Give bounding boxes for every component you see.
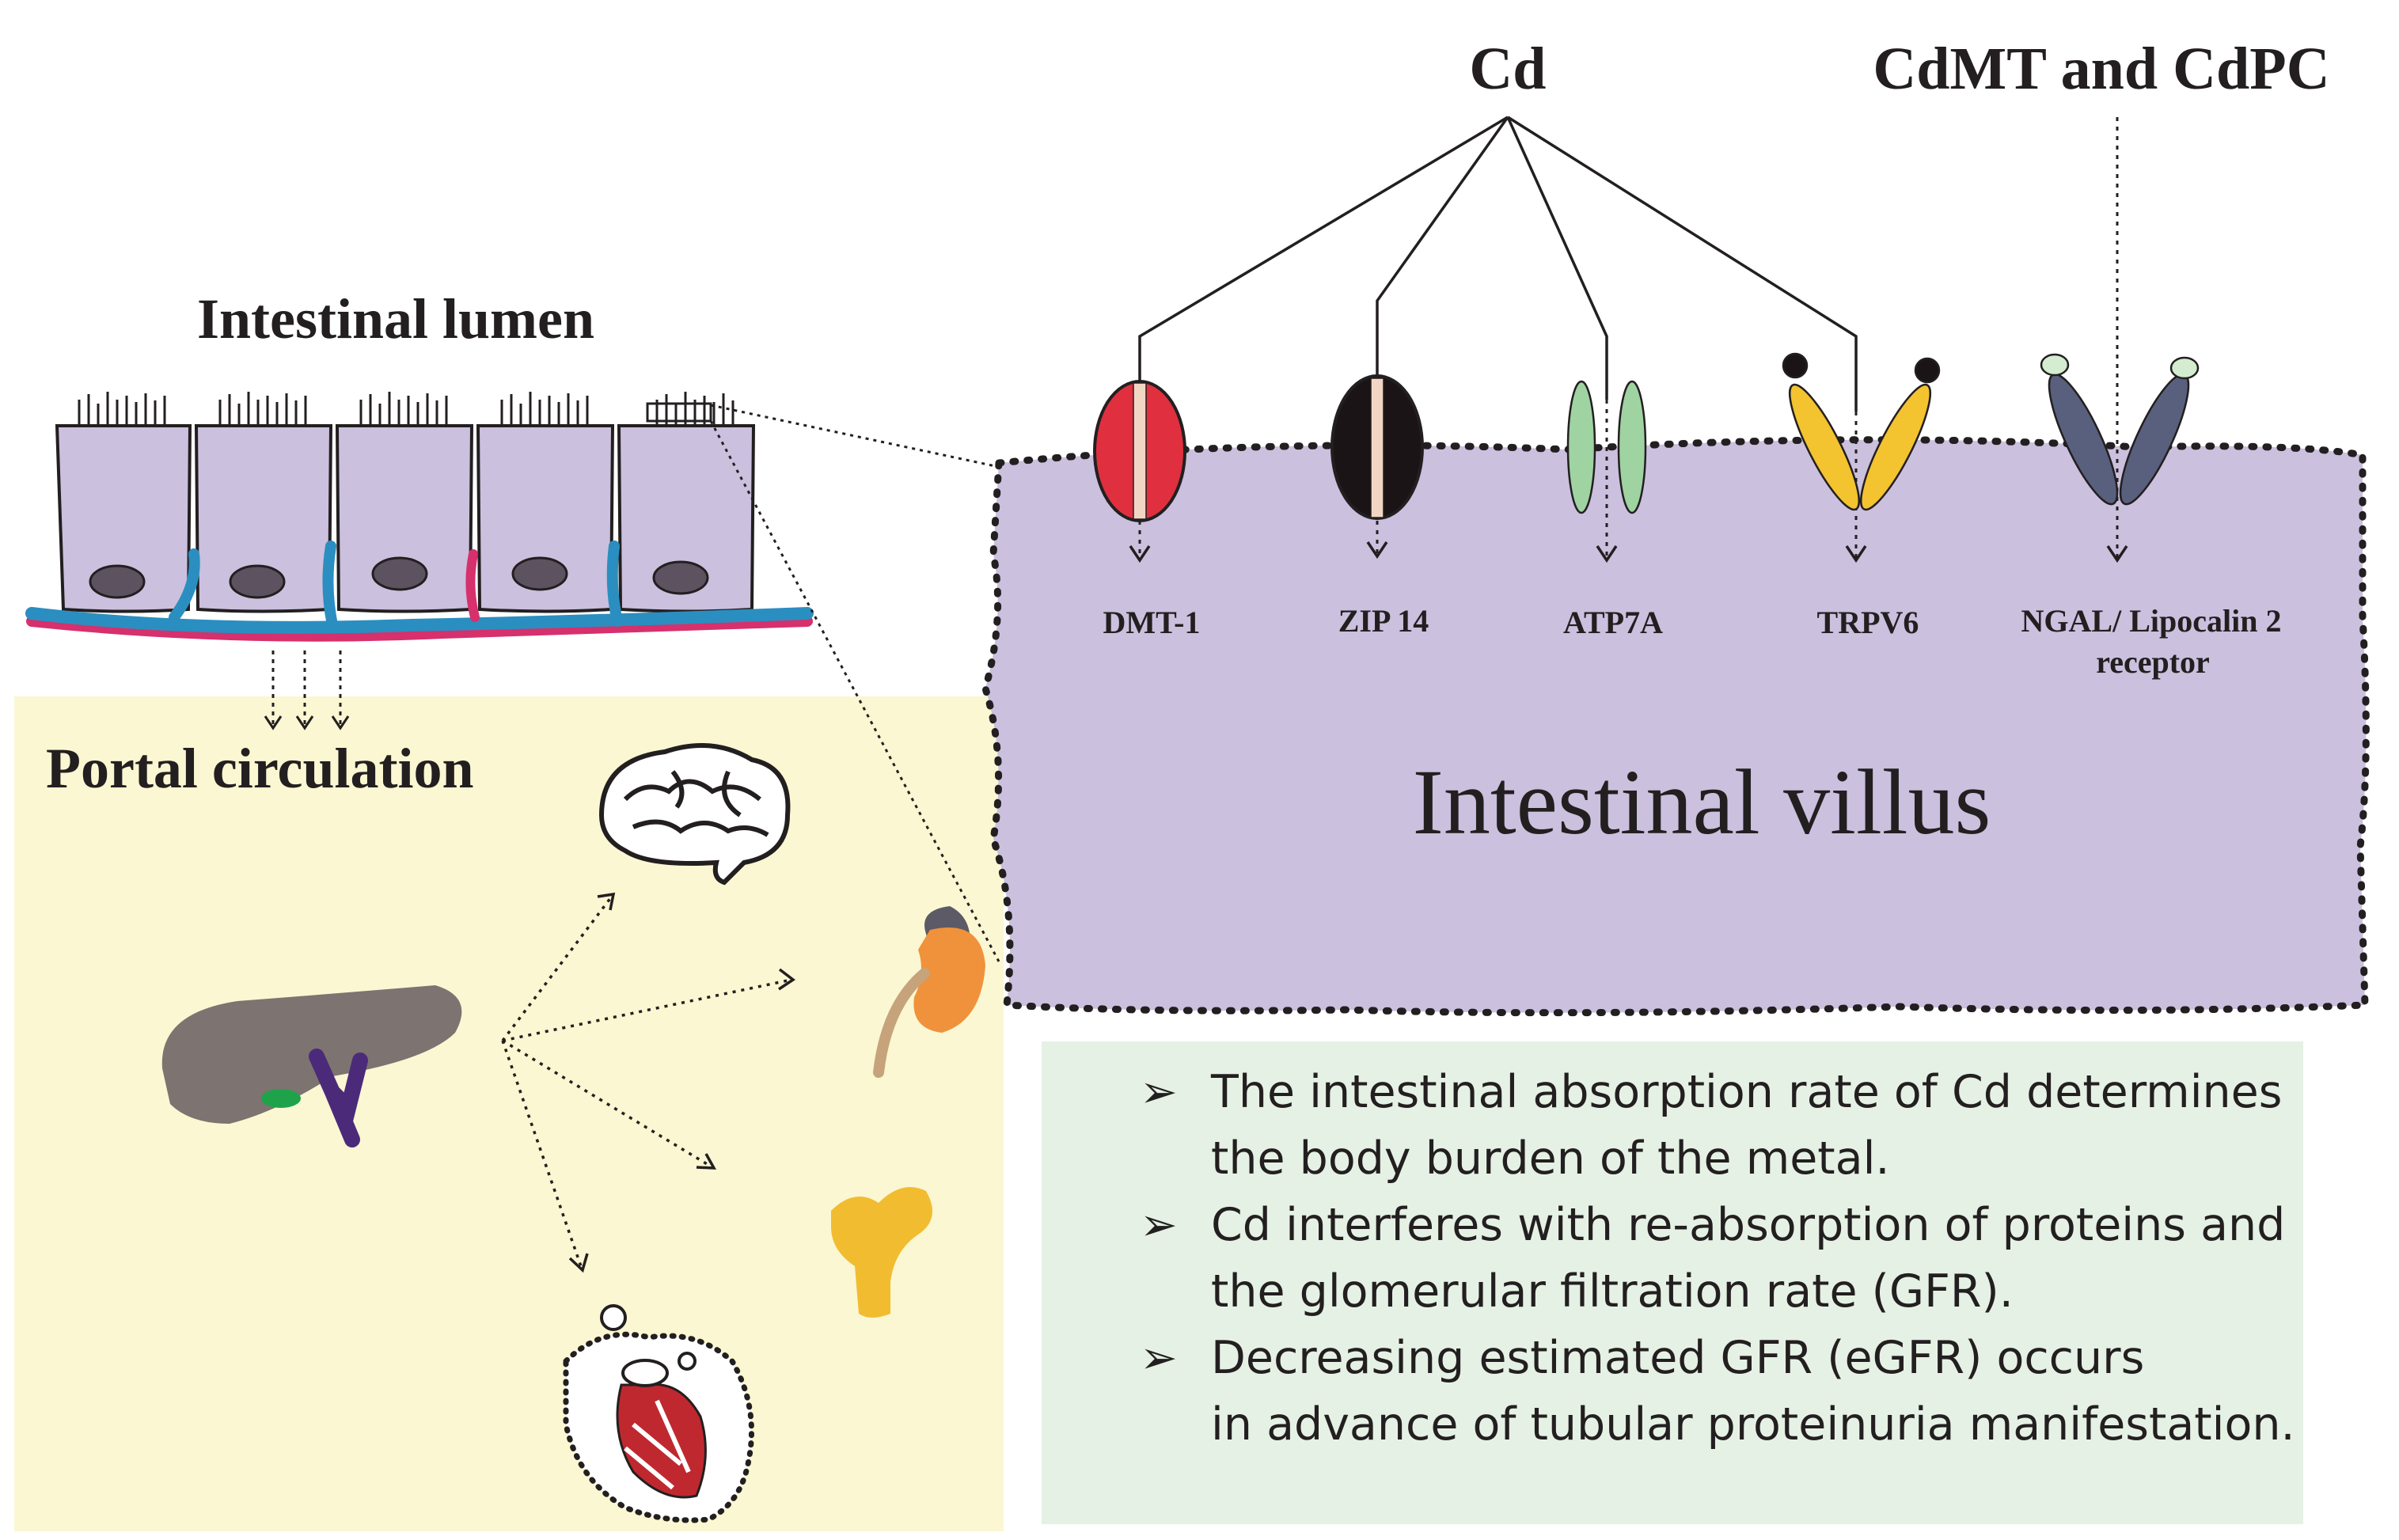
atp7a-transporter-icon [1566, 380, 1647, 514]
key-point-line1: Cd interferes with re-absorption of prot… [1211, 1199, 2286, 1251]
intestinal-villus-title: Intestinal villus [1413, 750, 1991, 854]
key-point-line2: the body burden of the metal. [1211, 1132, 1890, 1185]
microvilli [78, 392, 735, 426]
capillary-network [25, 541, 814, 642]
cd-connector-lines [1138, 116, 1858, 412]
bullet-arrow-icon: ➢ [1140, 1199, 1178, 1251]
key-points-list: ➢ The intestinal absorption rate of Cd de… [1140, 1059, 2311, 1458]
atp7a-label: ATP7A [1563, 605, 1663, 640]
cdmt-cdpc-label: CdMT and CdPC [1873, 36, 2329, 102]
intestinal-villus-panel [981, 436, 2370, 1017]
key-point-line1: The intestinal absorption rate of Cd det… [1211, 1066, 2283, 1118]
ngal-label: NGAL/ Lipocalin 2 [2021, 603, 2282, 639]
dmt1-label: DMT-1 [1103, 605, 1201, 640]
portal-arrows [264, 651, 350, 730]
enterocyte-cells [55, 424, 756, 613]
organ-distribution-arrows [501, 892, 796, 1273]
portal-circulation-panel [14, 696, 1004, 1531]
ngal-receptor-icon [2040, 353, 2200, 506]
portal-circulation-title: Portal circulation [46, 737, 474, 800]
heart-icon [563, 1304, 754, 1523]
key-point-line2: the glomerular filtration rate (GFR). [1211, 1265, 2014, 1318]
dmt1-transporter-icon [1093, 380, 1186, 522]
brain-icon [598, 743, 791, 886]
arrowheads [1129, 541, 2128, 563]
intestinal-epithelium [25, 392, 814, 642]
liver-icon [161, 985, 462, 1147]
zip14-label: ZIP 14 [1338, 603, 1429, 639]
kidney-icon [873, 906, 985, 1078]
microvilli-zoom-box [646, 402, 712, 423]
trpv6-label: TRPV6 [1817, 605, 1919, 640]
key-point: ➢ The intestinal absorption rate of Cd de… [1140, 1059, 2311, 1192]
zoom-lines [709, 404, 1000, 962]
zip14-transporter-icon [1330, 374, 1424, 520]
transport-arrows [1138, 117, 2119, 558]
cell-nuclei [89, 556, 709, 599]
bullet-arrow-icon: ➢ [1140, 1066, 1178, 1118]
key-points-panel [1042, 1041, 2303, 1524]
bone-icon [831, 1187, 932, 1318]
ngal-label-line2: receptor [2096, 644, 2210, 680]
key-point: ➢ Cd interferes with re-absorption of pro… [1140, 1192, 2311, 1325]
key-point-line1: Decreasing estimated GFR (eGFR) occurs [1211, 1332, 2145, 1384]
key-point-line2: in advance of tubular proteinuria manife… [1211, 1398, 2295, 1451]
intestinal-lumen-title: Intestinal lumen [197, 287, 594, 351]
bullet-arrow-icon: ➢ [1140, 1332, 1178, 1384]
key-point: ➢ Decreasing estimated GFR (eGFR) occurs i… [1140, 1325, 2311, 1458]
trpv6-channel-icon [1782, 352, 1941, 511]
cd-label: Cd [1469, 36, 1546, 102]
